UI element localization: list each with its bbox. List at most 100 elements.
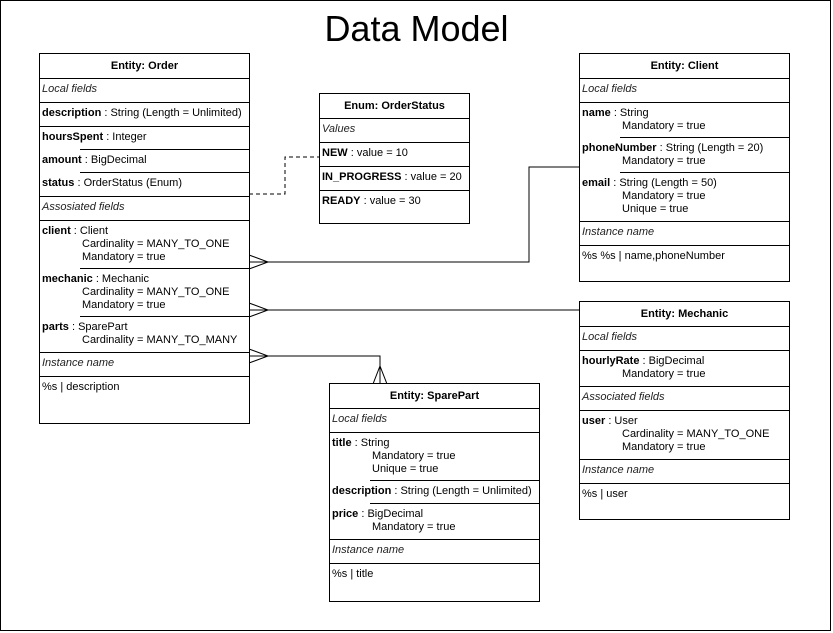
field-mandatory: Mandatory = true xyxy=(372,521,456,533)
client-entity[interactable]: Entity: Client Local fields name : Strin… xyxy=(579,53,790,282)
client-field-name: name : String Mandatory = true xyxy=(580,103,789,138)
field-mandatory: Mandatory = true xyxy=(82,251,166,263)
field-mandatory: Mandatory = true xyxy=(372,450,456,462)
client-connector xyxy=(249,166,580,263)
diagram-title: Data Model xyxy=(324,8,509,49)
sparepart-entity[interactable]: Entity: SparePart Local fields title : S… xyxy=(329,383,540,602)
field-name: email xyxy=(582,177,611,189)
field-mandatory: Mandatory = true xyxy=(622,368,706,380)
field-name: user xyxy=(582,415,606,427)
enum-value-in-progress: IN_PROGRESS : value = 20 xyxy=(320,167,469,191)
field-type: : BigDecimal xyxy=(642,355,705,367)
sparepart-instance-value: %s | title xyxy=(332,568,374,580)
field-name: hourlyRate xyxy=(582,355,640,367)
field-cardinality: Cardinality = MANY_TO_ONE xyxy=(622,428,770,440)
field-type: : BigDecimal xyxy=(84,154,147,166)
orderstatus-header: Enum: OrderStatus xyxy=(320,94,469,119)
enum-value: : value = 10 xyxy=(350,147,408,159)
order-instance-value: %s | description xyxy=(42,381,120,393)
field-name: client xyxy=(42,225,71,237)
order-field-client: client : Client Cardinality = MANY_TO_ON… xyxy=(40,221,249,269)
mechanic-local-label: Local fields xyxy=(580,327,789,351)
field-type: : Integer xyxy=(106,131,147,143)
field-unique: Unique = true xyxy=(372,463,439,475)
field-name: status xyxy=(42,177,75,189)
field-mandatory: Mandatory = true xyxy=(622,155,706,167)
order-field-amount: amount : BigDecimal xyxy=(40,150,249,173)
field-name: amount xyxy=(42,154,82,166)
mechanic-field-user: user : User Cardinality = MANY_TO_ONE Ma… xyxy=(580,411,789,460)
sparepart-field-price: price : BigDecimal Mandatory = true xyxy=(330,504,539,540)
enum-value-new: NEW : value = 10 xyxy=(320,143,469,167)
order-header: Entity: Order xyxy=(40,54,249,79)
parts-crowfoot-bottom xyxy=(372,364,388,385)
order-instance-label: Instance name xyxy=(40,353,249,377)
order-field-status: status : OrderStatus (Enum) xyxy=(40,173,249,197)
orderstatus-values-label: Values xyxy=(320,119,469,143)
order-local-label: Local fields xyxy=(40,79,249,103)
field-name: description xyxy=(332,485,392,497)
field-type: : User xyxy=(608,415,638,427)
field-cardinality: Cardinality = MANY_TO_ONE xyxy=(82,286,230,298)
sparepart-header: Entity: SparePart xyxy=(330,384,539,409)
field-name: mechanic xyxy=(42,273,93,285)
client-local-label: Local fields xyxy=(580,79,789,103)
mechanic-field-hourlyrate: hourlyRate : BigDecimal Mandatory = true xyxy=(580,351,789,387)
field-type: : String (Length = Unlimited) xyxy=(394,485,532,497)
enum-value-ready: READY : value = 30 xyxy=(320,191,469,214)
sparepart-field-title: title : String Mandatory = true Unique =… xyxy=(330,433,539,481)
field-mandatory: Mandatory = true xyxy=(82,299,166,311)
client-field-email: email : String (Length = 50) Mandatory =… xyxy=(580,173,789,222)
field-name: parts xyxy=(42,321,69,333)
mechanic-instance-value: %s | user xyxy=(582,488,628,500)
field-cardinality: Cardinality = MANY_TO_ONE xyxy=(82,238,230,250)
order-field-hoursspent: hoursSpent : Integer xyxy=(40,127,249,150)
enum-name: READY xyxy=(322,195,361,207)
sparepart-local-label: Local fields xyxy=(330,409,539,433)
field-type: : OrderStatus (Enum) xyxy=(77,177,183,189)
sparepart-field-description: description : String (Length = Unlimited… xyxy=(330,481,539,504)
field-name: name xyxy=(582,107,611,119)
field-cardinality: Cardinality = MANY_TO_MANY xyxy=(82,334,238,346)
field-mandatory: Mandatory = true xyxy=(622,120,706,132)
field-type: : BigDecimal xyxy=(361,508,424,520)
field-name: hoursSpent xyxy=(42,131,104,143)
order-entity[interactable]: Entity: Order Local fields description :… xyxy=(39,53,250,424)
mechanic-instance-label: Instance name xyxy=(580,460,789,484)
client-field-phonenumber: phoneNumber : String (Length = 20) Manda… xyxy=(580,138,789,173)
enum-value: : value = 30 xyxy=(363,195,421,207)
order-field-parts: parts : SparePart Cardinality = MANY_TO_… xyxy=(40,317,249,353)
parts-crowfoot-left xyxy=(248,348,270,364)
mechanic-entity[interactable]: Entity: Mechanic Local fields hourlyRate… xyxy=(579,301,790,520)
field-type: : String xyxy=(354,437,390,449)
orderstatus-enum[interactable]: Enum: OrderStatus Values NEW : value = 1… xyxy=(319,93,470,224)
enum-value: : value = 20 xyxy=(404,171,462,183)
field-name: title xyxy=(332,437,352,449)
enum-name: NEW xyxy=(322,147,348,159)
status-enum-connector xyxy=(249,156,319,195)
field-type: : Mechanic xyxy=(95,273,150,285)
mechanic-header: Entity: Mechanic xyxy=(580,302,789,327)
parts-connector xyxy=(249,355,381,384)
client-instance-value: %s %s | name,phoneNumber xyxy=(582,250,725,262)
mechanic-assoc-label: Associated fields xyxy=(580,387,789,411)
field-name: description xyxy=(42,107,102,119)
order-field-mechanic: mechanic : Mechanic Cardinality = MANY_T… xyxy=(40,269,249,317)
enum-name: IN_PROGRESS xyxy=(322,171,402,183)
field-mandatory: Mandatory = true xyxy=(622,190,706,202)
mechanic-crowfoot xyxy=(248,302,270,318)
order-assoc-label: Assosiated fields xyxy=(40,197,249,221)
field-name: price xyxy=(332,508,359,520)
field-type: : String (Length = 20) xyxy=(659,142,764,154)
client-header: Entity: Client xyxy=(580,54,789,79)
client-crowfoot xyxy=(248,254,270,270)
client-instance-label: Instance name xyxy=(580,222,789,246)
field-type: : String (Length = 50) xyxy=(613,177,717,189)
field-type: : SparePart xyxy=(71,321,128,333)
field-unique: Unique = true xyxy=(622,203,689,215)
field-name: phoneNumber xyxy=(582,142,657,154)
sparepart-instance-label: Instance name xyxy=(330,540,539,564)
